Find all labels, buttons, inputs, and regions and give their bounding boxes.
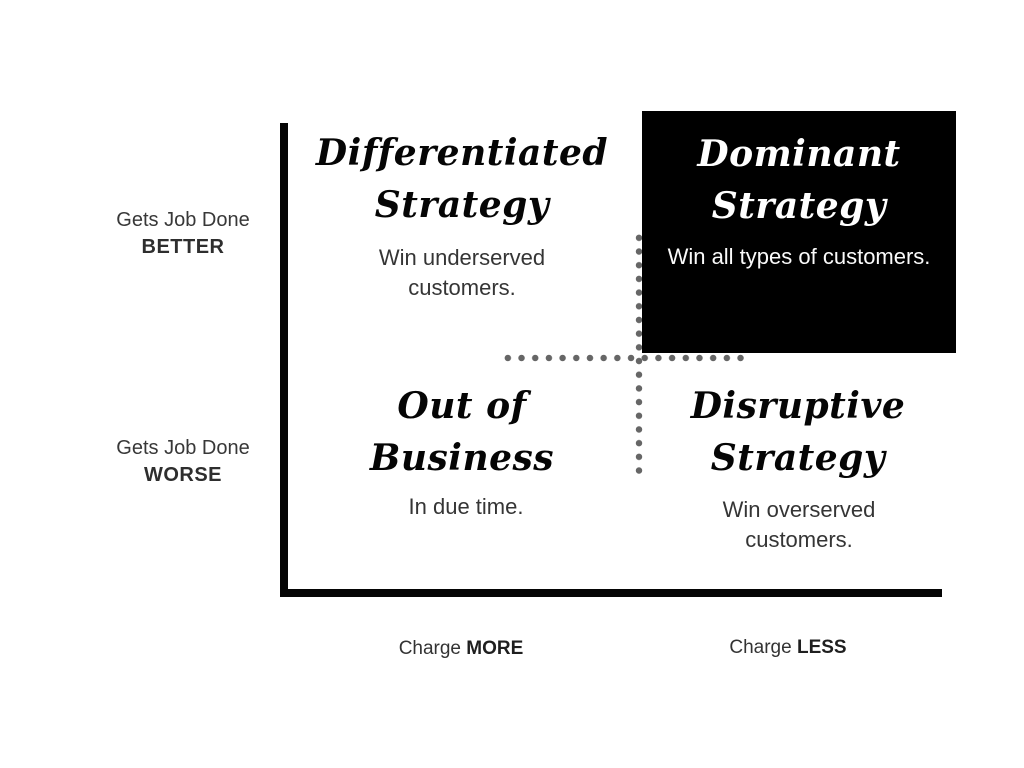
x-axis-label-charge-more-text: Charge — [398, 638, 462, 659]
y-axis-label-better-text: Gets Job Done — [116, 209, 250, 231]
y-axis-line — [280, 123, 288, 597]
quadrant-dominant-box: Dominant Strategy Win all types of custo… — [642, 111, 956, 353]
y-axis-label-worse-text: Gets Job Done — [116, 437, 250, 459]
quadrant-disruptive-subtitle: Win overserved customers. — [722, 497, 876, 552]
quadrant-dominant-subtitle: Win all types of customers. — [667, 244, 931, 269]
quadrant-out-of-business-title: Out of Business — [369, 385, 555, 479]
quadrant-differentiated-subtitle: Win underserved customers. — [378, 245, 546, 300]
quadrant-differentiated-title: Differentiated Strategy — [315, 132, 609, 226]
y-axis-label-better-bold: BETTER — [141, 236, 225, 258]
y-axis-label-better: Gets Job Done BETTER — [78, 207, 288, 261]
x-axis-label-charge-less-text: Charge — [729, 637, 792, 658]
quadrant-disruptive-title: Disruptive Strategy — [690, 385, 906, 479]
x-axis-label-charge-more: Charge MORE — [301, 637, 621, 661]
x-axis-label-charge-less: Charge LESS — [628, 636, 948, 660]
x-axis-label-charge-less-bold: LESS — [796, 637, 847, 658]
y-axis-label-worse-bold: WORSE — [143, 464, 223, 486]
quadrant-out-of-business-subtitle: In due time. — [408, 494, 524, 519]
quadrant-dominant-title: Dominant Strategy — [697, 133, 901, 227]
horizontal-dotted-divider — [501, 354, 748, 362]
y-axis-label-worse: Gets Job Done WORSE — [78, 435, 288, 489]
x-axis-line — [280, 589, 942, 597]
x-axis-label-charge-more-bold: MORE — [466, 638, 524, 659]
